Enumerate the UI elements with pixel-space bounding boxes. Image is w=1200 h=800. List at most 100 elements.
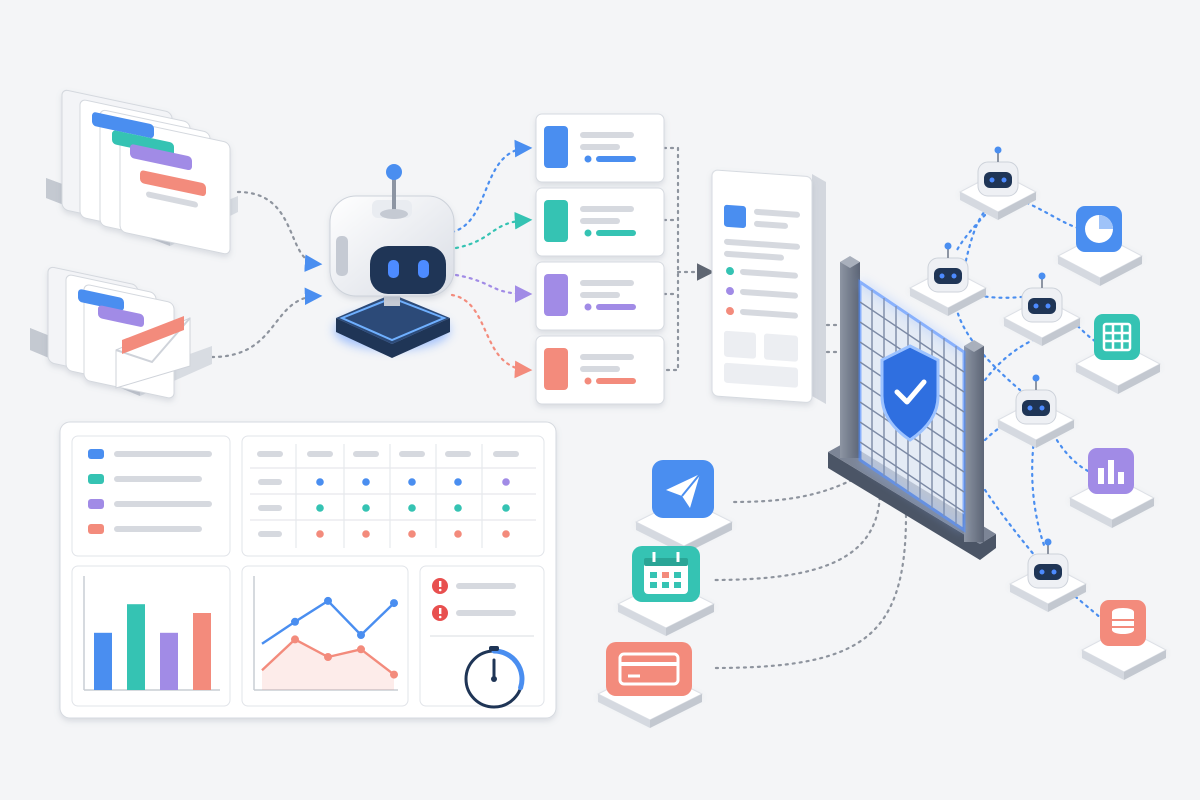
robot-node-icon	[958, 146, 1038, 220]
mail-tray-icon	[30, 266, 212, 399]
dashboard-bar	[94, 632, 112, 690]
matrix-status-dot	[408, 478, 416, 486]
blue-series-point	[324, 596, 332, 605]
matrix-header-placeholder	[399, 451, 425, 457]
legend-label-placeholder	[114, 476, 202, 482]
task-card-queue	[535, 113, 665, 405]
line-chart-panel	[241, 565, 409, 707]
pie-chart-icon	[1056, 206, 1144, 286]
matrix-status-dot	[316, 504, 324, 512]
security-gate-shield-icon	[828, 256, 996, 560]
connector-cards-to-report	[662, 146, 710, 372]
alert-icon-dot	[438, 615, 442, 619]
bar-chart-icon	[1068, 448, 1156, 528]
matrix-status-dot	[408, 504, 416, 512]
alerts-timer-panel	[419, 565, 545, 709]
matrix-status-dot	[454, 504, 462, 512]
connector-robot-a-to-robot-b	[954, 208, 992, 254]
coral-series-point	[390, 670, 398, 679]
connector-gate-to-card	[710, 513, 908, 670]
blue-series-point	[390, 599, 398, 608]
matrix-row-label-placeholder	[258, 531, 282, 537]
matrix-status-dot	[362, 504, 370, 512]
matrix-status-dot	[362, 530, 370, 538]
legend-rows	[88, 449, 212, 534]
matrix-header-placeholder	[353, 451, 379, 457]
matrix-header-placeholder	[445, 451, 471, 457]
send-message-icon	[634, 460, 734, 554]
calendar-icon	[616, 546, 716, 636]
legend-label-placeholder	[114, 451, 212, 457]
left-tool-tiles	[596, 460, 734, 728]
matrix-header-placeholder	[257, 451, 283, 457]
alert-icon-bar	[439, 608, 442, 614]
dashboard-bar	[160, 632, 178, 690]
connector-robot-d-to-robot-e	[1031, 430, 1047, 550]
summary-document-icon	[711, 169, 826, 404]
connector-gate-to-send	[730, 478, 854, 504]
connector-doc-tray-to-agent	[236, 190, 323, 272]
alert-rows	[432, 578, 516, 621]
matrix-status-dot	[362, 478, 370, 486]
matrix-status-dot	[316, 478, 324, 486]
legend-swatch	[88, 499, 104, 509]
dash-lines	[261, 596, 398, 690]
robot-node-icon	[1008, 538, 1088, 612]
matrix-status-dot	[502, 504, 510, 512]
document-tray-icon	[46, 89, 238, 255]
analytics-dashboard	[59, 421, 557, 719]
robot-node-icon	[1002, 272, 1082, 346]
coral-series-point	[357, 645, 365, 654]
matrix-status-dot	[454, 530, 462, 538]
matrix-status-dot	[502, 478, 510, 486]
sub-agent-robots	[908, 146, 1088, 612]
credit-card-icon	[596, 642, 704, 728]
connector-gate-to-calendar	[710, 488, 882, 582]
dash-bars	[94, 604, 211, 690]
timer-progress-arc	[491, 648, 525, 691]
matrix-status-dot	[408, 530, 416, 538]
spreadsheet-icon	[1074, 314, 1162, 394]
connector-gate-to-robot-c	[983, 336, 1040, 382]
matrix-row-label-placeholder	[258, 505, 282, 511]
shield-icon	[880, 344, 940, 442]
connector-agent-to-purple-card	[454, 273, 533, 303]
blue-series-point	[291, 617, 299, 626]
matrix-row-label-placeholder	[258, 479, 282, 485]
status-matrix-panel	[241, 435, 545, 557]
robot-node-icon	[908, 242, 988, 316]
ai-robot-icon	[329, 164, 455, 358]
robot-node-icon	[996, 374, 1076, 448]
legend-swatch	[88, 474, 104, 484]
blue-series-point	[357, 631, 365, 639]
dashboard-bar	[127, 604, 145, 690]
coral-series-point	[324, 653, 332, 661]
alert-icon-dot	[438, 588, 442, 592]
stopwatch-icon	[464, 646, 525, 709]
connector-robot-c-to-sheet	[1060, 310, 1102, 346]
alert-text-placeholder	[456, 583, 516, 589]
legend-list-panel	[71, 435, 231, 557]
connector-agent-to-coral-card	[450, 293, 533, 379]
connector-robot-d-to-bars	[1048, 426, 1092, 474]
matrix-status-dot	[502, 530, 510, 538]
matrix-grid	[250, 444, 536, 548]
alert-icon-bar	[439, 581, 442, 587]
right-tool-tiles	[1056, 206, 1168, 680]
matrix-status-dot	[316, 530, 324, 538]
matrix-status-dot	[454, 478, 462, 486]
coral-series-point	[291, 635, 299, 644]
matrix-header-placeholder	[493, 451, 519, 457]
database-icon	[1080, 600, 1168, 680]
legend-swatch	[88, 524, 104, 534]
connector-agent-to-blue-card	[450, 139, 533, 234]
alert-text-placeholder	[456, 610, 516, 616]
legend-swatch	[88, 449, 104, 459]
dashboard-bar	[193, 613, 211, 690]
legend-label-placeholder	[114, 526, 202, 532]
connector-robot-a-to-pie	[1018, 198, 1080, 230]
legend-label-placeholder	[114, 501, 212, 507]
bar-chart-panel	[71, 565, 231, 707]
envelope-icon	[115, 316, 191, 389]
